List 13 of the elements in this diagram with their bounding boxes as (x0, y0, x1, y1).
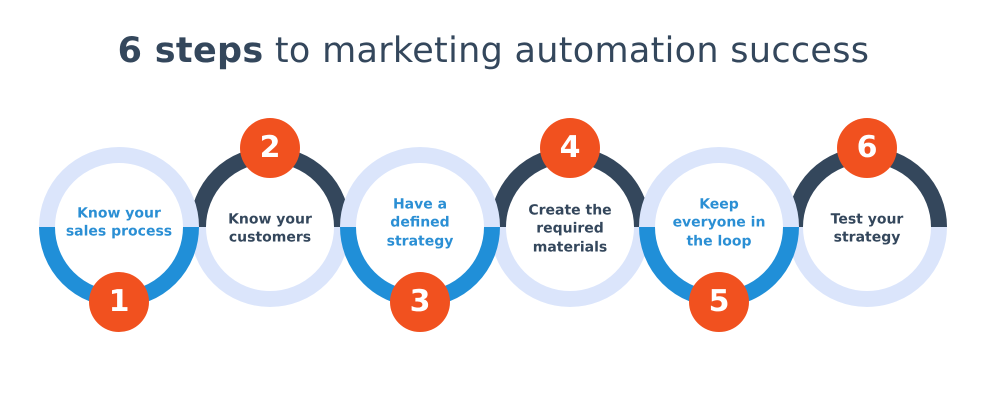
step-text: Have a defined strategy (386, 195, 454, 251)
title: 6 steps to marketing automation success (118, 30, 870, 72)
step-number: 3 (390, 272, 450, 332)
step-number: 5 (689, 272, 749, 332)
step-number: 1 (89, 272, 149, 332)
step-text: Know your sales process (64, 204, 174, 242)
step-number: 2 (240, 118, 300, 178)
step-text: Test your strategy (830, 210, 904, 248)
step-text: Know your customers (227, 210, 313, 248)
step-number: 4 (540, 118, 600, 178)
step-number: 6 (837, 118, 897, 178)
step-text: Create the required materials (527, 201, 613, 257)
step-text: Keep everyone in the loop (672, 195, 766, 251)
